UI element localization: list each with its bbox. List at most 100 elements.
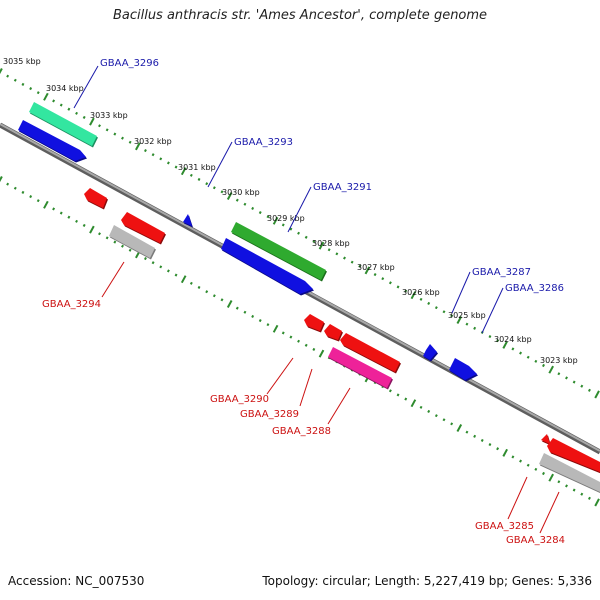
gene-feature-gbaa-3290[interactable]: [304, 314, 324, 331]
minor-tick: [465, 322, 469, 326]
kbp-label: 3027 kbp: [357, 263, 395, 272]
major-tick: [318, 241, 325, 250]
gene-label-gbaa-3291[interactable]: GBAA_3291: [313, 182, 372, 193]
minor-tick: [113, 240, 117, 244]
gene-label-gbaa-3284[interactable]: GBAA_3284: [506, 535, 565, 546]
major-tick: [226, 300, 233, 308]
minor-tick: [450, 422, 454, 426]
minor-tick: [21, 190, 25, 194]
gene-label-gbaa-3285[interactable]: GBAA_3285: [475, 521, 534, 532]
minor-tick: [511, 347, 515, 351]
minor-tick: [350, 260, 354, 264]
major-tick: [456, 424, 463, 432]
gene-feature-gbaa-3291-cds[interactable]: [221, 238, 313, 294]
gene-label-gbaa-3286[interactable]: GBAA_3286: [505, 283, 564, 294]
kbp-labels: 3035 kbp 3034 kbp 3033 kbp 3032 kbp 3031…: [3, 57, 578, 365]
minor-tick: [565, 376, 568, 380]
minor-tick: [358, 264, 362, 268]
major-tick: [318, 349, 325, 358]
minor-tick: [289, 227, 293, 231]
minor-tick: [480, 438, 484, 442]
minor-tick: [488, 443, 492, 447]
gene-label-gbaa-3296[interactable]: GBAA_3296: [100, 58, 159, 69]
gene-feature-red-1[interactable]: [84, 188, 107, 208]
gene-feature-gbaa-3286[interactable]: [449, 358, 477, 380]
gene-label-gbaa-3290[interactable]: GBAA_3290: [210, 394, 269, 405]
gene-feature-gbaa-3296[interactable]: [29, 102, 97, 146]
minor-tick: [312, 347, 316, 351]
forward-features: [18, 102, 477, 380]
minor-tick: [304, 343, 308, 347]
kbp-label: 3029 kbp: [267, 214, 305, 223]
minor-tick: [243, 202, 247, 206]
kbp-label: 3032 kbp: [134, 137, 172, 146]
minor-tick: [6, 74, 10, 78]
minor-tick: [327, 248, 331, 252]
minor-tick: [496, 447, 500, 451]
minor-tick: [75, 219, 78, 223]
minor-tick: [174, 273, 178, 277]
minor-tick: [281, 331, 285, 335]
gene-label-gbaa-3293[interactable]: GBAA_3293: [234, 137, 293, 148]
gene-label-gbaa-3288[interactable]: GBAA_3288: [272, 426, 331, 437]
minor-tick: [580, 492, 584, 496]
minor-tick: [189, 281, 193, 285]
major-tick: [502, 448, 508, 457]
minor-tick: [159, 265, 163, 269]
gene-label-gbaa-3294[interactable]: GBAA_3294: [42, 299, 101, 310]
minor-tick: [105, 236, 109, 240]
gene-feature-gbaa-3285[interactable]: [547, 438, 600, 472]
accession-text: Accession: NC_007530: [8, 574, 145, 588]
minor-tick: [212, 186, 216, 190]
major-tick: [548, 365, 554, 374]
minor-tick: [29, 195, 33, 199]
minor-tick: [59, 211, 63, 215]
minor-tick: [52, 207, 56, 211]
gene-feature-gbaa-3288[interactable]: [328, 347, 392, 388]
major-tick: [456, 316, 463, 324]
gene-feature-gbaa-3294[interactable]: [109, 225, 155, 258]
minor-tick: [166, 161, 170, 165]
minor-tick: [419, 405, 423, 409]
minor-tick: [98, 124, 101, 128]
minor-tick: [266, 323, 270, 327]
minor-tick: [197, 177, 201, 181]
minor-tick: [580, 384, 584, 388]
gene-feature-gbaa-3289[interactable]: [324, 324, 342, 340]
gene-feature-gbaa-3296-cds[interactable]: [18, 120, 86, 161]
minor-tick: [220, 298, 224, 302]
minor-tick: [67, 107, 71, 111]
minor-tick: [588, 496, 591, 500]
minor-tick: [144, 257, 147, 261]
minor-tick: [36, 199, 40, 203]
minor-tick: [404, 397, 408, 401]
minor-tick: [205, 182, 209, 186]
minor-tick: [304, 235, 308, 239]
major-tick: [548, 473, 554, 482]
minor-tick: [82, 115, 86, 119]
minor-tick: [36, 91, 40, 95]
gene-label-gbaa-3289[interactable]: GBAA_3289: [240, 409, 299, 420]
minor-tick: [266, 215, 270, 219]
minor-tick: [121, 136, 124, 140]
minor-tick: [572, 488, 576, 492]
minor-tick: [166, 269, 170, 273]
gene-feature-gbaa-3284[interactable]: [539, 453, 600, 492]
major-tick: [43, 92, 49, 101]
gene-feature-gbaa-3288-cds[interactable]: [340, 333, 400, 372]
minor-tick: [289, 335, 293, 339]
gene-feature-gbaa-3291[interactable]: [231, 222, 326, 280]
major-tick: [89, 225, 95, 234]
gene-feature-gbaa-3287[interactable]: [423, 344, 437, 360]
lower-tick-row: [0, 176, 600, 507]
map-title: Bacillus anthracis str. 'Ames Ancestor',…: [112, 8, 488, 23]
minor-tick: [335, 252, 339, 256]
gene-feature-red-3[interactable]: [541, 434, 550, 444]
gene-label-gbaa-3287[interactable]: GBAA_3287: [472, 267, 531, 278]
minor-tick: [52, 99, 56, 103]
minor-tick: [151, 153, 155, 157]
gene-feature-red-2[interactable]: [121, 212, 165, 243]
gene-feature-small-arrow[interactable]: [183, 214, 192, 226]
minor-tick: [442, 418, 446, 422]
